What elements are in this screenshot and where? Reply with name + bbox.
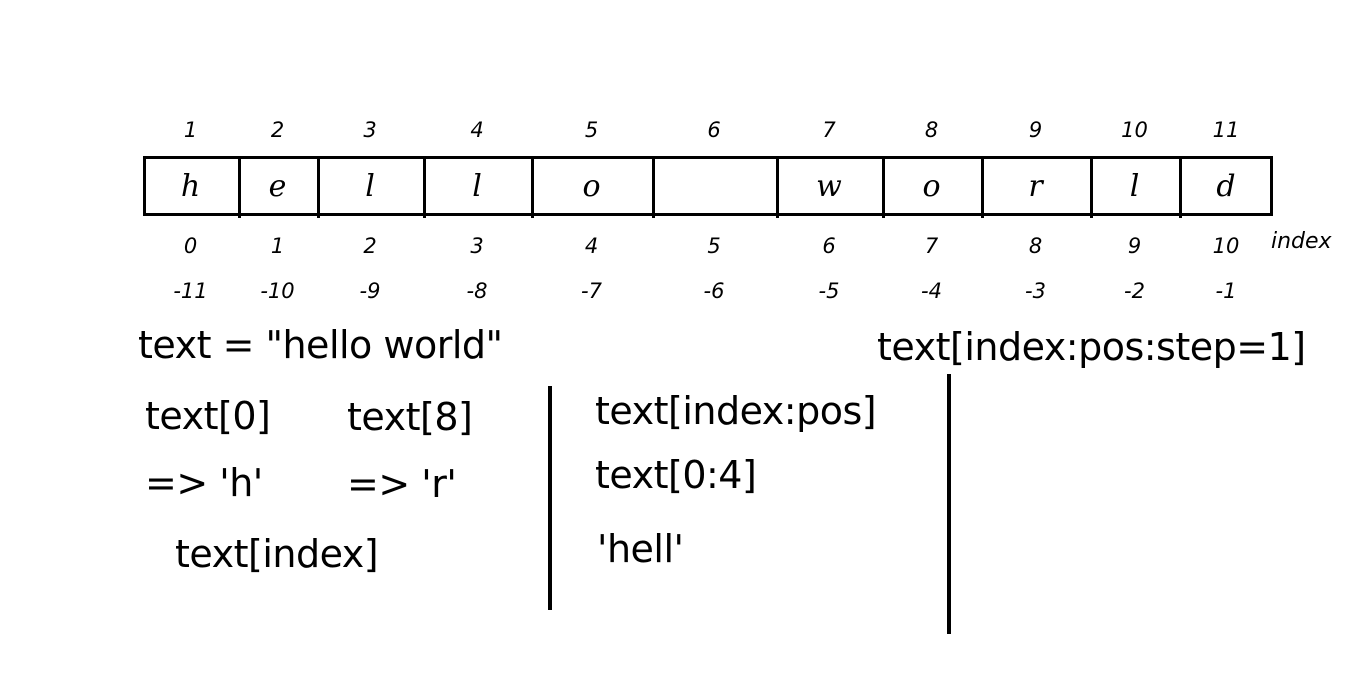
negative-index-number: -4 xyxy=(921,279,942,303)
positive-index-number: 3 xyxy=(470,234,484,258)
top-position-number: 5 xyxy=(584,118,599,142)
separator-line-left xyxy=(548,386,552,610)
negative-index-number: -5 xyxy=(818,279,840,303)
positive-index-number: 9 xyxy=(1127,234,1142,258)
negative-index-number: -10 xyxy=(260,279,295,303)
top-position-number: 8 xyxy=(924,118,939,142)
positive-index-number: 0 xyxy=(183,234,198,258)
strip-cell-divider xyxy=(882,156,885,218)
strip-cell-divider xyxy=(317,156,320,218)
index-row-label: index xyxy=(1271,229,1332,254)
positive-index-number: 1 xyxy=(270,234,285,258)
negative-index-number: -8 xyxy=(466,279,488,303)
negative-index-number: -6 xyxy=(703,279,725,303)
strip-character: l xyxy=(365,169,375,204)
positive-index-number: 10 xyxy=(1212,234,1240,258)
strip-cell-divider xyxy=(1179,156,1182,218)
positive-index-number: 6 xyxy=(822,234,836,258)
negative-index-number: -1 xyxy=(1215,279,1237,303)
strip-cell-divider xyxy=(776,156,779,218)
strip-cell-divider xyxy=(652,156,655,218)
index-syntax: text[index] xyxy=(175,532,379,576)
strip-character: e xyxy=(268,169,287,204)
separator-line-right xyxy=(947,374,951,634)
strip-character: h xyxy=(180,169,201,204)
strip-character: w xyxy=(816,169,842,204)
slice-result: 'hell' xyxy=(597,527,684,571)
negative-index-number: -11 xyxy=(173,279,208,303)
strip-cell-divider xyxy=(531,156,534,218)
slice-syntax: text[index:pos] xyxy=(595,389,877,433)
top-position-number: 11 xyxy=(1212,118,1240,142)
top-position-number: 4 xyxy=(470,118,484,142)
strip-character: r xyxy=(1028,169,1043,204)
positive-index-number: 5 xyxy=(707,234,721,258)
result-r: => 'r' xyxy=(347,462,457,506)
strip-cell-divider xyxy=(423,156,426,218)
strip-character: l xyxy=(472,169,482,204)
negative-index-number: -3 xyxy=(1025,279,1046,303)
strip-cell-divider xyxy=(981,156,984,218)
strip-character: d xyxy=(1216,169,1236,204)
negative-index-number: -2 xyxy=(1124,279,1145,303)
top-position-number: 3 xyxy=(363,118,377,142)
example-index-eight: text[8] xyxy=(347,395,473,439)
positive-index-number: 8 xyxy=(1028,234,1043,258)
top-position-number: 1 xyxy=(183,118,198,142)
top-position-number: 6 xyxy=(707,118,721,142)
top-position-number: 7 xyxy=(822,118,836,142)
step-slice-syntax: text[index:pos:step=1] xyxy=(877,325,1306,369)
negative-index-number: -9 xyxy=(359,279,381,303)
strip-character: o xyxy=(922,169,941,204)
top-position-number: 9 xyxy=(1028,118,1043,142)
assignment-statement: text = "hello world" xyxy=(138,323,503,367)
result-h: => 'h' xyxy=(145,461,263,505)
negative-index-number: -7 xyxy=(581,279,602,303)
top-position-number: 2 xyxy=(270,118,285,142)
top-position-number: 10 xyxy=(1121,118,1148,142)
positive-index-number: 2 xyxy=(363,234,377,258)
strip-character: l xyxy=(1129,169,1140,204)
example-index-zero: text[0] xyxy=(145,394,271,438)
slice-example: text[0:4] xyxy=(595,453,757,497)
positive-index-number: 4 xyxy=(584,234,599,258)
strip-cell-divider xyxy=(1090,156,1093,218)
positive-index-number: 7 xyxy=(924,234,939,258)
strip-cell-divider xyxy=(238,156,241,218)
strip-character: o xyxy=(582,169,601,204)
